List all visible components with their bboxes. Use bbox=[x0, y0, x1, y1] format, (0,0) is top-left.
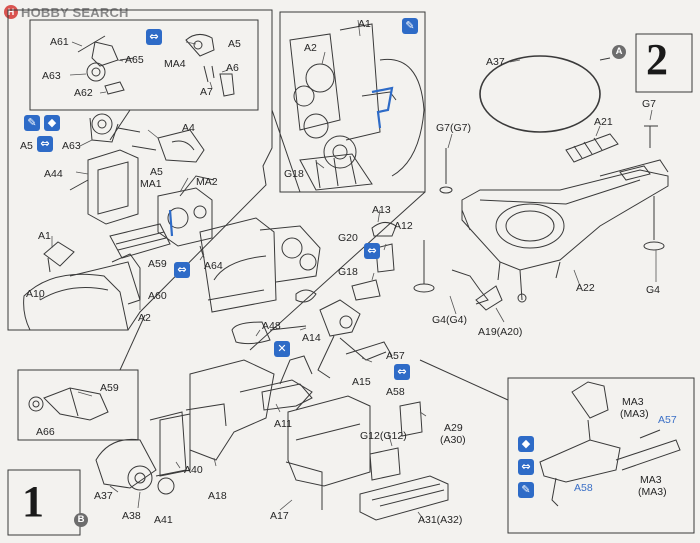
label-a59-mid: A59 bbox=[148, 258, 167, 270]
label-a57-mid: A57 bbox=[386, 350, 405, 362]
label-a58-box: A58 bbox=[574, 482, 593, 494]
label-g20: G20 bbox=[338, 232, 358, 244]
label-a40: A40 bbox=[184, 464, 203, 476]
label-g18-mid: G18 bbox=[338, 266, 358, 278]
label-a2-left: A2 bbox=[138, 312, 151, 324]
label-g12: G12(G12) bbox=[360, 430, 407, 442]
label-a61: A61 bbox=[50, 36, 69, 48]
detail-box-ma3 bbox=[507, 377, 695, 534]
label-a4: A4 bbox=[182, 122, 195, 134]
label-a21: A21 bbox=[594, 116, 613, 128]
step2-number: 2 bbox=[646, 35, 668, 84]
paint-icon: ✎ bbox=[24, 115, 40, 131]
symmetric-parts-icon: ⇔ bbox=[518, 459, 534, 475]
label-a29: A29 bbox=[444, 422, 463, 434]
symmetric-parts-icon: ⇔ bbox=[364, 243, 380, 259]
label-a37-left: A37 bbox=[94, 490, 113, 502]
label-a14: A14 bbox=[302, 332, 321, 344]
blue-highlight-a1 bbox=[371, 86, 394, 129]
label-a48: A48 bbox=[262, 320, 281, 332]
label-ma3-top: MA3 bbox=[622, 396, 644, 408]
label-a12: A12 bbox=[394, 220, 413, 232]
label-a30: (A30) bbox=[440, 434, 466, 446]
label-a66: A66 bbox=[36, 426, 55, 438]
step1-number: 1 bbox=[22, 477, 44, 526]
label-a63-mid: A63 bbox=[62, 140, 81, 152]
label-a31: A31(A32) bbox=[418, 514, 463, 526]
label-a22: A22 bbox=[576, 282, 595, 294]
symmetric-parts-icon: ⇔ bbox=[394, 364, 410, 380]
label-a1-left: A1 bbox=[38, 230, 51, 242]
label-a6: A6 bbox=[226, 62, 239, 74]
label-ma3-bot-paren: (MA3) bbox=[638, 486, 667, 498]
step2-number-box bbox=[635, 33, 693, 93]
step1-badge: B bbox=[74, 513, 88, 527]
label-g4: G4 bbox=[646, 284, 661, 296]
symmetric-parts-icon: ⇔ bbox=[174, 262, 190, 278]
label-a57-box: A57 bbox=[658, 414, 677, 426]
label-a2-inset: A2 bbox=[304, 42, 317, 54]
glue-icon: ◆ bbox=[518, 436, 534, 452]
label-a10: A10 bbox=[26, 288, 45, 300]
label-a44: A44 bbox=[44, 168, 63, 180]
label-a64: A64 bbox=[204, 260, 223, 272]
label-g18-inset: G18 bbox=[284, 168, 304, 180]
glue-icon: ◆ bbox=[44, 115, 60, 131]
step2-badge: A bbox=[612, 45, 626, 59]
paint-icon: ✎ bbox=[402, 18, 418, 34]
label-ma3-top-paren: (MA3) bbox=[620, 408, 649, 420]
cut-off-icon: ✕ bbox=[274, 341, 290, 357]
label-a19: A19(A20) bbox=[478, 326, 523, 338]
label-a18: A18 bbox=[208, 490, 227, 502]
label-a1-inset: A1 bbox=[358, 18, 371, 30]
label-a41: A41 bbox=[154, 514, 173, 526]
label-g7-g7: G7(G7) bbox=[436, 122, 472, 134]
label-g4-g4: G4(G4) bbox=[432, 314, 468, 326]
label-g7: G7 bbox=[642, 98, 657, 110]
symmetric-parts-icon: ⇔ bbox=[146, 29, 162, 45]
label-a7: A7 bbox=[200, 86, 213, 98]
label-a5-mid: A5 bbox=[20, 140, 33, 152]
paint-icon: ✎ bbox=[518, 482, 534, 498]
label-a17: A17 bbox=[270, 510, 289, 522]
label-a62: A62 bbox=[74, 87, 93, 99]
track-ring-a37 bbox=[479, 55, 601, 133]
label-a59-box: A59 bbox=[100, 382, 119, 394]
label-a11: A11 bbox=[274, 418, 292, 430]
symmetric-parts-icon: ⇔ bbox=[37, 136, 53, 152]
watermark-text: HOBBY SEARCH bbox=[21, 4, 129, 20]
label-a63-top: A63 bbox=[42, 70, 61, 82]
label-a38: A38 bbox=[122, 510, 141, 522]
label-a37-right: A37 bbox=[486, 56, 505, 68]
label-a15: A15 bbox=[352, 376, 371, 388]
label-ma2: MA2 bbox=[196, 176, 218, 188]
label-a65: A65 bbox=[125, 54, 144, 66]
label-a5-sub: A5 bbox=[150, 166, 163, 178]
step1-number-box bbox=[7, 469, 81, 536]
label-a13: A13 bbox=[372, 204, 391, 216]
label-a5-top: A5 bbox=[228, 38, 241, 50]
label-a60: A60 bbox=[148, 290, 167, 302]
label-ma4: MA4 bbox=[164, 58, 186, 70]
detail-box-a1 bbox=[279, 11, 426, 193]
label-a58-mid: A58 bbox=[386, 386, 405, 398]
label-ma1: MA1 bbox=[140, 178, 162, 190]
detail-box-a61 bbox=[29, 19, 259, 111]
detail-box-a59 bbox=[17, 369, 139, 441]
label-ma3-bot: MA3 bbox=[640, 474, 662, 486]
